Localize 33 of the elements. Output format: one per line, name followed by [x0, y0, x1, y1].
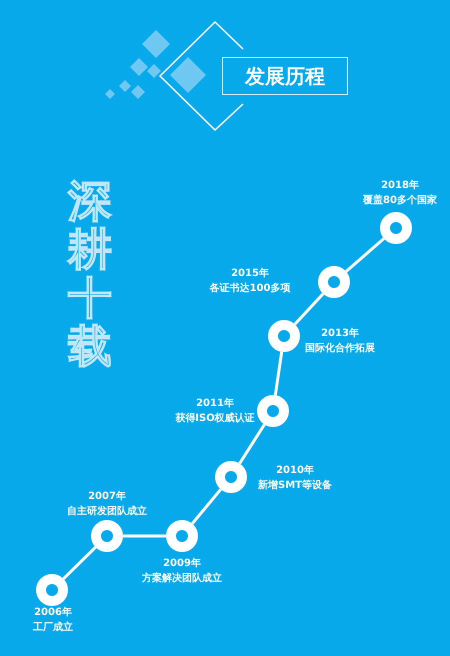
- milestone-ring: [318, 266, 350, 298]
- milestone-year: 2010年: [276, 464, 314, 478]
- milestone-ring: [91, 520, 123, 552]
- milestone-description: 国际化合作拓展: [305, 342, 375, 356]
- milestone-description: 新增SMT等设备: [258, 478, 332, 493]
- milestone-description: 自主研发团队成立: [67, 504, 147, 519]
- timeline-connector: [238, 424, 266, 464]
- milestone-year: 2009年: [163, 556, 201, 571]
- vertical-outline-heading: 深耕十载: [68, 178, 112, 372]
- milestone-description: 获得ISO权威认证: [175, 412, 255, 426]
- title-frame: 发展历程: [222, 57, 348, 95]
- milestone-ring: [380, 212, 412, 244]
- milestone-year: 2006年: [34, 606, 72, 620]
- milestone-ring: [166, 520, 198, 552]
- milestone-description: 工厂成立: [33, 620, 73, 635]
- milestone-year: 2007年: [88, 490, 126, 504]
- milestone-description: 各证书达100多项: [210, 282, 290, 296]
- milestone-ring: [268, 320, 300, 352]
- milestone-year: 2011年: [196, 396, 234, 411]
- timeline-connector: [274, 352, 284, 396]
- milestone-ring: [257, 395, 289, 427]
- timeline-connector: [123, 534, 166, 538]
- milestone-year: 2018年: [381, 178, 419, 193]
- milestone-year: 2015年: [231, 266, 269, 281]
- milestone-ring: [36, 574, 68, 606]
- milestone-year: 2013年: [321, 326, 359, 341]
- milestone-description: 覆盖80多个国家: [363, 193, 437, 208]
- timeline-connector: [62, 546, 97, 580]
- timeline-connector: [294, 292, 324, 326]
- milestone-ring: [215, 461, 247, 493]
- timeline-connector: [191, 488, 222, 525]
- milestone-description: 方案解决团队成立: [142, 571, 222, 586]
- timeline-connector: [345, 237, 385, 273]
